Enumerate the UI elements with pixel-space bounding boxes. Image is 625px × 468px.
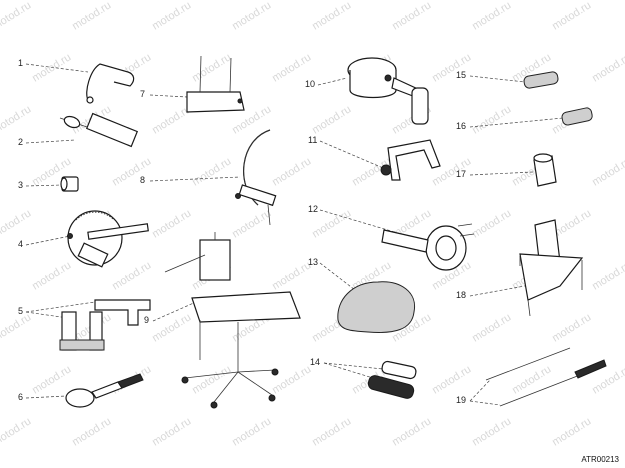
label-2: 2 <box>18 137 24 147</box>
label-4: 4 <box>18 239 24 249</box>
tool-12-ring <box>381 223 475 271</box>
tool-11-bracket <box>380 139 441 181</box>
tool-14-handles <box>367 360 417 399</box>
tool-3-sleeve <box>60 176 79 192</box>
label-17: 17 <box>456 169 467 179</box>
tool-15-pin <box>523 71 559 89</box>
label-18: 18 <box>456 290 467 300</box>
tool-19-rods <box>485 347 607 407</box>
label-5: 5 <box>18 306 24 316</box>
tool-18-tripod <box>519 219 584 317</box>
label-19: 19 <box>456 395 467 405</box>
leader-lines <box>25 63 564 406</box>
tool-10-puller <box>347 57 429 125</box>
tool-5-plates <box>59 299 151 351</box>
tool-16-pin <box>561 107 593 126</box>
label-14: 14 <box>310 357 321 367</box>
label-1: 1 <box>18 58 24 68</box>
label-3: 3 <box>18 180 24 190</box>
label-7: 7 <box>140 89 146 99</box>
label-13: 13 <box>308 257 319 267</box>
tool-13-sealant <box>337 281 416 333</box>
tool-7-pin-plate <box>186 55 245 113</box>
tool-8-arc-gauge <box>235 129 277 226</box>
label-6: 6 <box>18 392 24 402</box>
label-11: 11 <box>308 135 318 145</box>
label-9: 9 <box>144 315 150 325</box>
label-12: 12 <box>308 204 319 214</box>
tool-1-hook <box>86 63 135 104</box>
tool-17-cap <box>533 153 557 187</box>
tool-2-drift <box>59 112 139 148</box>
label-16: 16 <box>456 121 467 131</box>
reference-code: ATR00213 <box>581 455 619 464</box>
label-10: 10 <box>305 79 316 89</box>
tool-4-degree-disc <box>67 210 149 268</box>
label-8: 8 <box>140 175 146 185</box>
tool-9-stand <box>164 232 301 409</box>
tool-6-strap-wrench <box>65 373 144 408</box>
label-15: 15 <box>456 70 467 80</box>
